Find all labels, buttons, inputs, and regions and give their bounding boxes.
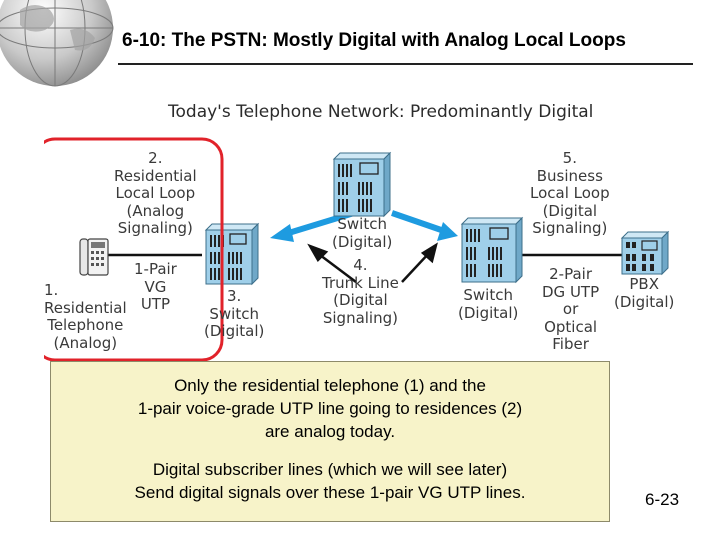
note-line: Only the residential telephone (1) and t… xyxy=(174,376,486,395)
residential-telephone-label: 1. Residential Telephone (Analog) xyxy=(44,281,127,352)
trunk-pointer-arrows xyxy=(307,242,438,283)
note-line: Send digital signals over these 1-pair V… xyxy=(134,483,526,502)
trunk-line-left xyxy=(270,210,355,242)
note-line: Digital subscriber lines (which we will … xyxy=(152,460,508,479)
trunk-line-right xyxy=(391,210,458,241)
pbx-label: PBX (Digital) xyxy=(614,275,675,311)
residential-local-loop-label: 2. Residential Local Loop (Analog Signal… xyxy=(114,149,197,237)
business-local-loop-label: 5. Business Local Loop (Digital Signalin… xyxy=(530,149,610,237)
note-line: are analog today. xyxy=(264,422,396,441)
explanation-note-box: Only the residential telephone (1) and t… xyxy=(50,361,610,522)
title-divider xyxy=(118,63,693,65)
diagram-title: Today's Telephone Network: Predominantly… xyxy=(168,102,594,122)
pbx-icon xyxy=(620,230,670,276)
business-switch-icon xyxy=(460,216,524,284)
residential-switch-icon xyxy=(204,222,260,286)
page-number: 6-23 xyxy=(645,490,680,509)
residential-switch-label: 3. Switch (Digital) xyxy=(204,287,265,340)
slide-title: 6-10: The PSTN: Mostly Digital with Anal… xyxy=(122,30,626,51)
analog-highlight-box xyxy=(44,137,224,362)
note-line: 1-pair voice-grade UTP line going to res… xyxy=(137,399,523,418)
central-switch-icon xyxy=(332,151,392,218)
globe-logo xyxy=(0,0,114,87)
central-switch-label: Switch (Digital) xyxy=(332,215,393,251)
trunk-line-label: 4. Trunk Line (Digital Signaling) xyxy=(322,256,399,327)
network-diagram: Today's Telephone Network: Predominantly… xyxy=(44,96,680,364)
residential-utp-label: 1-Pair VG UTP xyxy=(134,260,177,313)
business-utp-label: 2-Pair DG UTP or Optical Fiber xyxy=(542,265,600,353)
telephone-icon xyxy=(79,238,109,276)
business-switch-label: Switch (Digital) xyxy=(458,286,519,322)
